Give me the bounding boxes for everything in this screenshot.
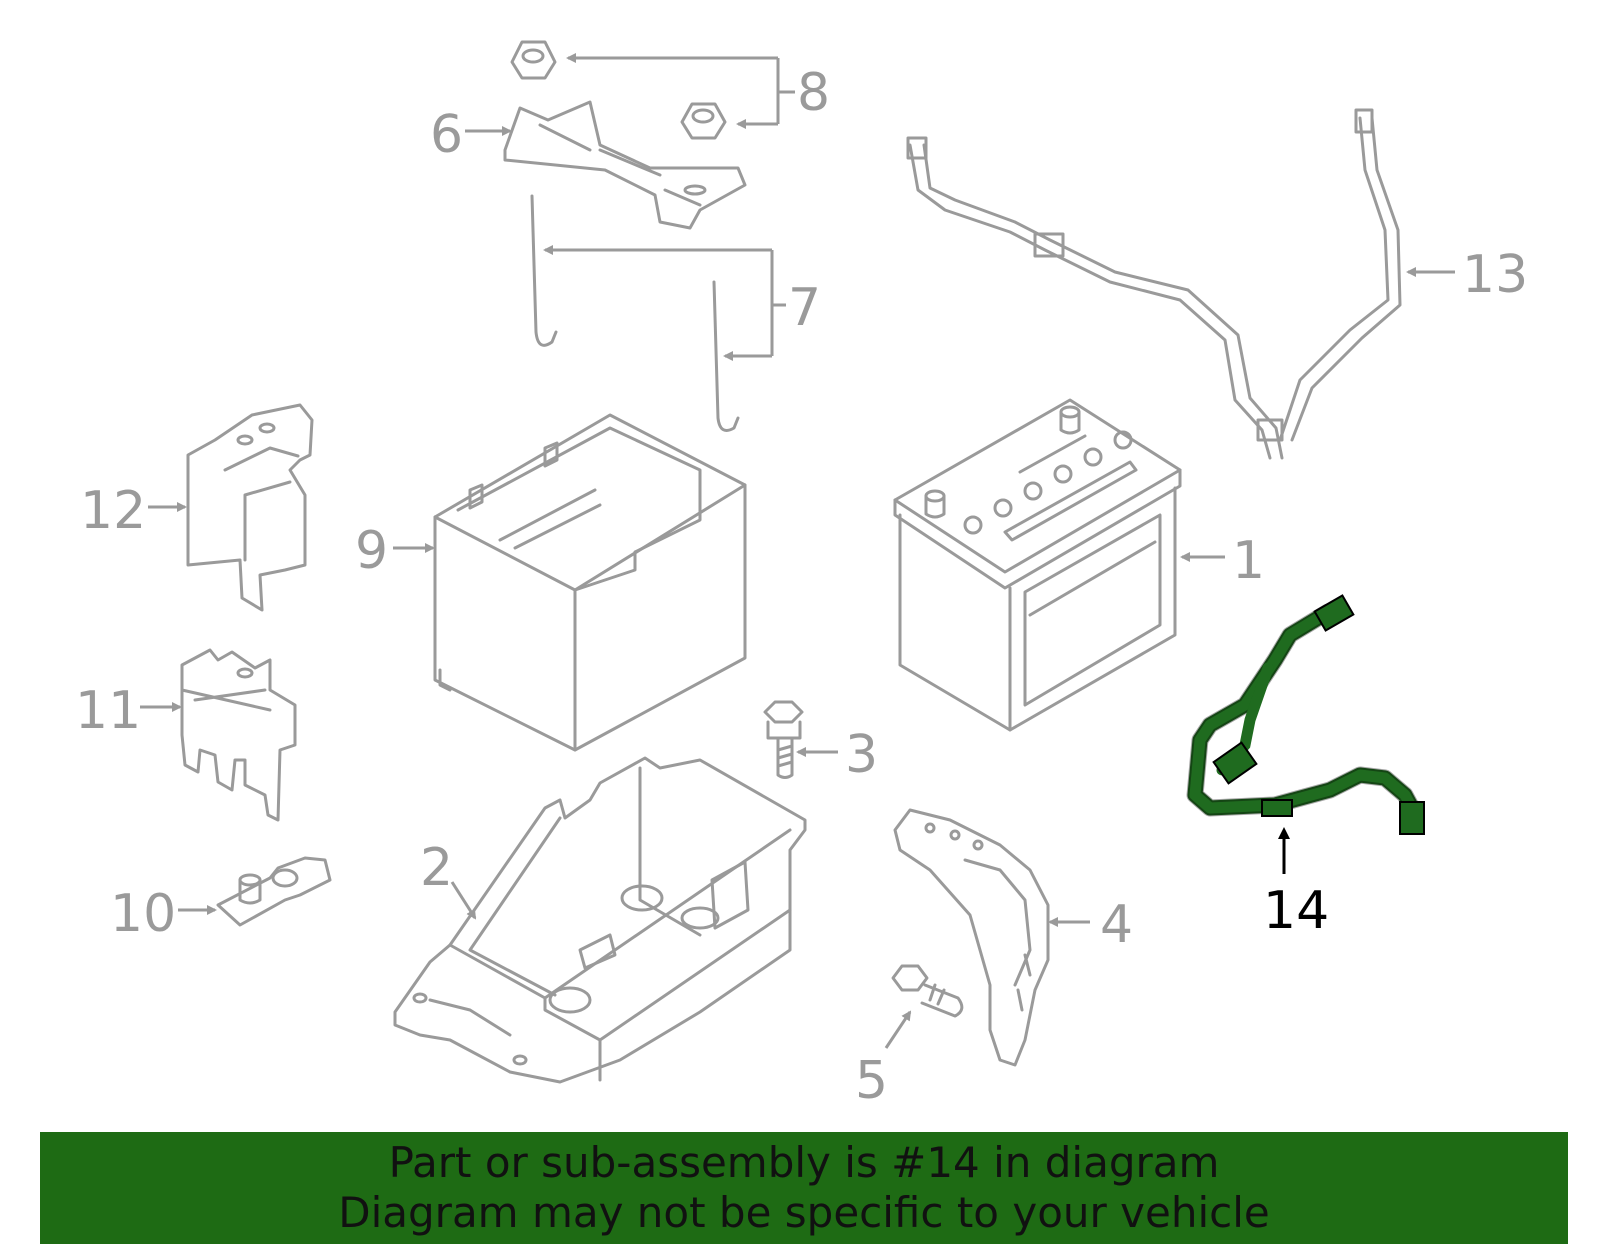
part-6-hold-down-bracket xyxy=(503,100,747,230)
callout-label-9: 9 xyxy=(355,521,388,581)
callout-9: 9 xyxy=(355,521,435,581)
callout-label-5: 5 xyxy=(855,1051,888,1111)
callout-label-3: 3 xyxy=(845,725,878,785)
part-7-rod-right xyxy=(712,280,740,432)
part-4-support-bracket xyxy=(893,808,1050,1067)
callout-1: 1 xyxy=(1180,531,1265,591)
callout-label-4: 4 xyxy=(1100,895,1133,955)
callout-label-13: 13 xyxy=(1462,245,1528,305)
part-8-nut-lower xyxy=(680,102,727,140)
callout-4: 4 xyxy=(1048,895,1133,955)
footer-banner: Part or sub-assembly is #14 in diagram D… xyxy=(40,1132,1568,1244)
part-7-rod-left xyxy=(530,194,558,347)
part-1-battery xyxy=(893,398,1182,732)
callout-2: 2 xyxy=(420,838,477,920)
callout-10: 10 xyxy=(110,884,217,944)
part-3-bolt xyxy=(763,700,804,779)
part-13-battery-cable xyxy=(906,108,1402,460)
part-10-terminal xyxy=(216,856,332,927)
callout-11: 11 xyxy=(75,681,182,741)
callout-label-11: 11 xyxy=(75,681,141,741)
part-12-cover xyxy=(186,403,314,612)
callout-label-14: 14 xyxy=(1263,881,1329,941)
callout-7: 7 xyxy=(543,245,821,361)
part-14-cable-harness xyxy=(1186,594,1425,835)
callout-label-7: 7 xyxy=(788,278,821,338)
callout-label-12: 12 xyxy=(80,481,146,541)
callout-label-2: 2 xyxy=(420,838,453,898)
callout-14: 14 xyxy=(1263,827,1329,941)
callout-label-10: 10 xyxy=(110,884,176,944)
callout-6: 6 xyxy=(430,105,512,165)
part-9-battery-box xyxy=(433,413,747,752)
part-11-bracket xyxy=(180,648,297,822)
callout-3: 3 xyxy=(796,725,878,785)
callout-8: 8 xyxy=(566,53,830,129)
callout-label-1: 1 xyxy=(1232,531,1265,591)
part-8-nut-upper xyxy=(510,40,557,80)
part-5-bolt xyxy=(891,964,964,1018)
callout-12: 12 xyxy=(80,481,187,541)
parts-diagram: 8 6 7 13 xyxy=(75,40,1528,1111)
callout-5: 5 xyxy=(855,1010,912,1111)
callout-label-8: 8 xyxy=(797,63,830,123)
footer-line-1: Part or sub-assembly is #14 in diagram xyxy=(388,1138,1220,1187)
part-2-battery-tray xyxy=(393,756,807,1084)
callout-label-6: 6 xyxy=(430,105,463,165)
footer-line-2: Diagram may not be specific to your vehi… xyxy=(338,1188,1270,1237)
callout-13: 13 xyxy=(1406,245,1528,305)
